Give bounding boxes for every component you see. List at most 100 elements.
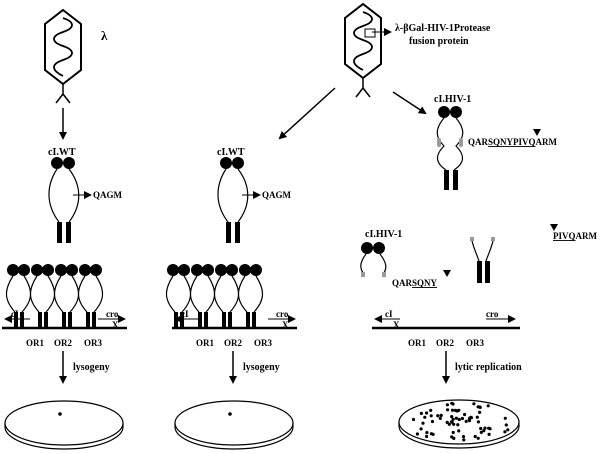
- cleaved-head-fragment: [360, 242, 387, 277]
- single-plaque: [228, 412, 232, 416]
- gene-cI-label-col1: cI: [11, 309, 19, 319]
- operator-label: OR3: [466, 338, 485, 348]
- plaque-dot: [445, 403, 449, 407]
- cleaved-tail-fragment: [470, 237, 495, 283]
- plaque-dot: [472, 402, 476, 406]
- plaque-dot: [452, 436, 456, 440]
- plaque-dot: [503, 430, 507, 434]
- fusion-label-line1: λ-βGal-HIV-1Protease: [395, 23, 491, 34]
- plaque-dot: [461, 435, 466, 439]
- plaque-dot: [450, 415, 454, 419]
- dna-operator-col2: [172, 315, 297, 330]
- plaque-dot: [486, 404, 490, 408]
- petri-dish-col1: [4, 400, 124, 450]
- operator-label: OR1: [196, 338, 215, 348]
- arrow-to-col2: [278, 87, 336, 140]
- repressor-label-col3: cI.HIV-1: [434, 94, 471, 105]
- fragment-right-label: PIVQARM: [553, 231, 597, 241]
- plaque-dot: [445, 420, 449, 424]
- plaque-dot: [475, 415, 479, 419]
- plaque-dot: [503, 416, 507, 420]
- plaque-dot: [504, 423, 508, 427]
- plaque-dot: [429, 414, 433, 418]
- plaque-dot: [421, 421, 425, 425]
- phage-lambda-label: λ: [101, 28, 108, 43]
- plaque-dot: [476, 436, 480, 440]
- plaque-dot: [425, 431, 429, 435]
- plaque-dot: [462, 438, 466, 442]
- gene-cro-label-col2: cro: [276, 309, 289, 319]
- plaque-dot: [487, 426, 491, 430]
- plaque-dot: [451, 417, 455, 421]
- tag-label-col2: QAGM: [262, 190, 292, 200]
- cleavage-triangle-fragment: [443, 270, 451, 277]
- operator-bound-repressors-col1: [5, 264, 104, 329]
- linker-sequence-label: QARSQNYPIVQARM: [468, 137, 558, 147]
- cleaved-repressor-label: cI.HIV-1: [365, 229, 402, 240]
- plaque-dot: [425, 434, 429, 439]
- operator-label: OR3: [84, 338, 103, 348]
- plaque-dot: [476, 420, 480, 424]
- plaque-dot: [439, 413, 443, 417]
- x-mark-col2: X: [282, 320, 289, 330]
- tag-label-col1: QAGM: [93, 190, 123, 200]
- plaque-dot: [460, 416, 464, 421]
- plaque-dot: [487, 432, 491, 436]
- plaque-dot: [429, 432, 433, 436]
- plaque-dot: [478, 405, 482, 409]
- operator-label: OR1: [26, 338, 45, 348]
- plaque-dot: [506, 428, 510, 432]
- operator-bound-repressors-col2: [165, 264, 264, 329]
- plaque-dot: [450, 401, 454, 405]
- plaque-dot: [454, 416, 458, 420]
- plaque-dot: [451, 430, 455, 435]
- plaque-dot: [478, 410, 482, 414]
- plaque-dot: [450, 408, 455, 412]
- plaque-dot: [473, 434, 477, 439]
- plaque-dot: [469, 415, 473, 419]
- operator-label: OR2: [436, 338, 455, 348]
- column-fusion-wt: cI.WT QAGM: [165, 87, 336, 450]
- plaque-dot: [452, 422, 456, 426]
- plaque-dot: [457, 429, 461, 433]
- x-mark-col3: X: [393, 320, 400, 330]
- repressor-label-col2: cI.WT: [217, 147, 245, 158]
- gene-cro-label-col3: cro: [486, 309, 499, 319]
- plaque-dot: [464, 419, 468, 423]
- plaque-dot: [446, 408, 450, 412]
- column-hiv-fusion: cI.HIV-1 QARSQNYPIVQARM cI.HIV-1 QARSQNY: [360, 91, 597, 449]
- dna-operator-col3: [372, 315, 520, 330]
- fusion-phage-icon: [344, 2, 382, 98]
- operator-label: OR2: [224, 338, 243, 348]
- fusion-label-line2: fusion protein: [409, 36, 469, 47]
- plaque-dot: [419, 427, 423, 431]
- plaque-dot: [482, 429, 486, 433]
- outcome-label-col2: lysogeny: [243, 362, 280, 373]
- cleavage-site-left: [437, 138, 441, 147]
- outcome-label-col3: lytic replication: [455, 362, 522, 373]
- cleavage-site-right: [459, 138, 463, 147]
- many-plaques: [411, 401, 510, 442]
- plaque-dot: [450, 420, 454, 424]
- cleavage-triangle-right: [550, 224, 558, 231]
- plaque-dot: [467, 419, 472, 423]
- plaque-dot: [429, 408, 433, 412]
- plaque-dot: [483, 426, 487, 430]
- plaque-dot: [455, 409, 459, 413]
- x-mark-col1: X: [112, 320, 119, 330]
- arrow-to-col3: [392, 91, 427, 115]
- plaque-dot: [479, 430, 483, 434]
- petri-dish-col3: [398, 399, 520, 449]
- single-plaque: [58, 412, 62, 416]
- dna-operator-col1: [2, 315, 127, 330]
- operator-label: OR2: [54, 338, 73, 348]
- operator-label: OR3: [254, 338, 273, 348]
- plaque-dot: [447, 422, 451, 426]
- cleavage-triangle-linker: [533, 129, 541, 136]
- gene-cI-label-col3: cI: [385, 309, 393, 319]
- fragment-left-label: QARSQNY: [392, 278, 438, 288]
- plaque-dot: [423, 415, 427, 419]
- repressor-dimer-hiv: [436, 106, 464, 190]
- plaque-dot: [463, 412, 467, 417]
